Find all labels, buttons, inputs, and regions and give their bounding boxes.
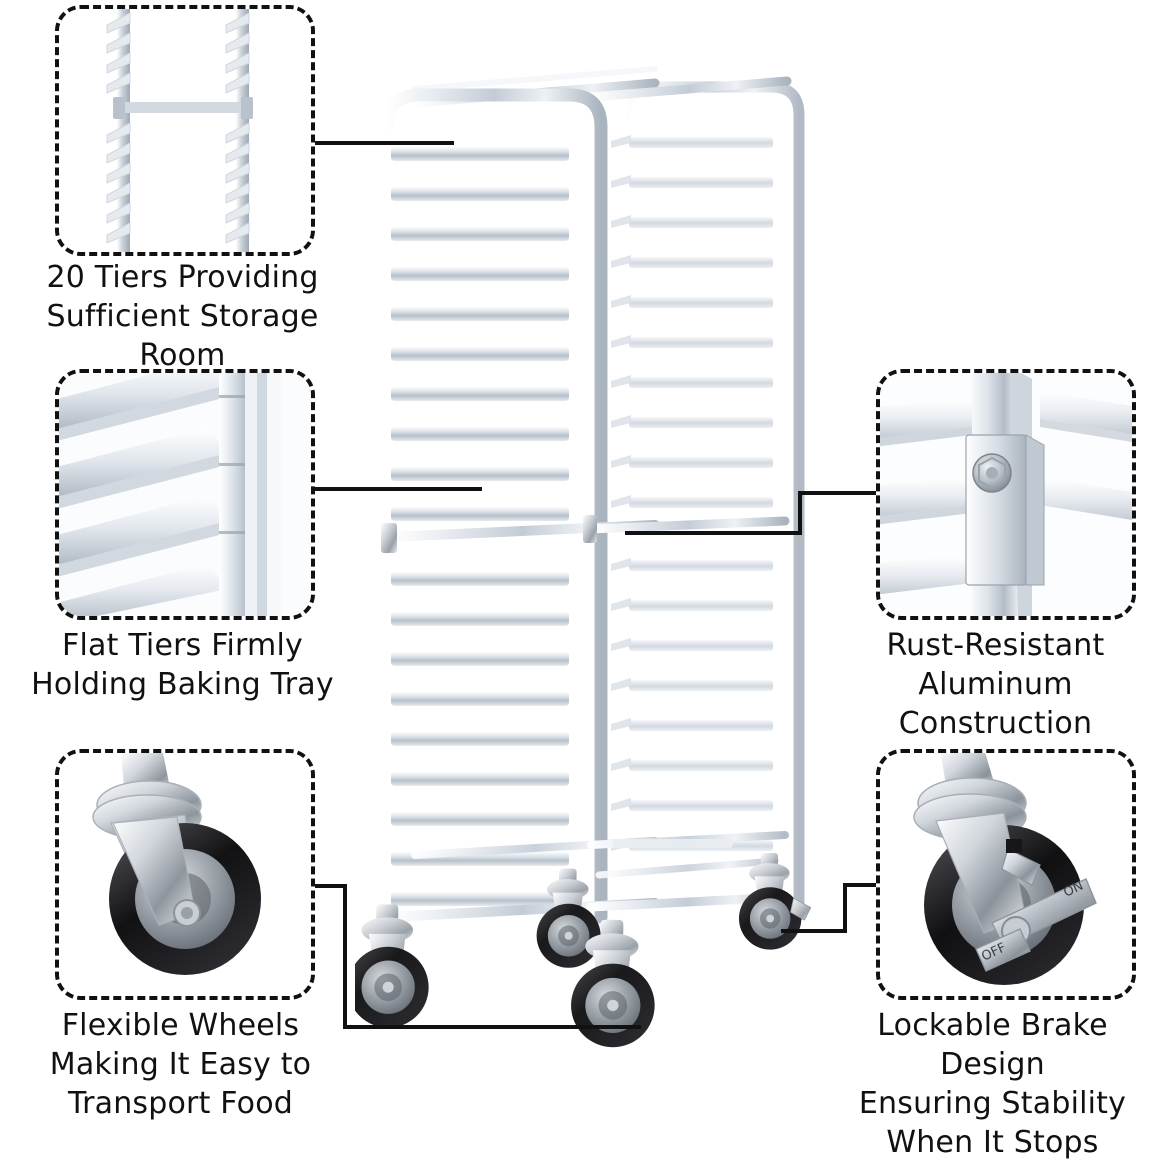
caption-flat-tiers: Flat Tiers Firmly Holding Baking Tray <box>31 628 334 702</box>
callout-box-tiers <box>55 5 315 256</box>
caption-aluminum: Rust-Resistant Aluminum Construction <box>886 628 1105 741</box>
callout-box-wheels <box>55 749 315 1000</box>
lockable-brake-caster-photo: ON OFF <box>880 753 1132 996</box>
caption-tiers: 20 Tiers Providing Sufficient Storage Ro… <box>46 260 319 373</box>
callout-box-aluminum <box>876 369 1136 620</box>
swivel-caster-wheel-photo <box>59 753 311 996</box>
flat-tier-rails-closeup-photo <box>59 373 311 616</box>
caption-brake: Lockable Brake Design Ensuring Stability… <box>858 1008 1127 1160</box>
callout-box-brake: ON OFF <box>876 749 1136 1000</box>
product-illustration <box>355 55 825 1075</box>
rack-tiers-closeup-photo <box>59 9 311 252</box>
aluminum-post-bolt-closeup-photo <box>880 373 1132 616</box>
caption-wheels: Flexible Wheels Making It Easy to Transp… <box>49 1008 312 1121</box>
callout-box-flat-tiers <box>55 369 315 620</box>
